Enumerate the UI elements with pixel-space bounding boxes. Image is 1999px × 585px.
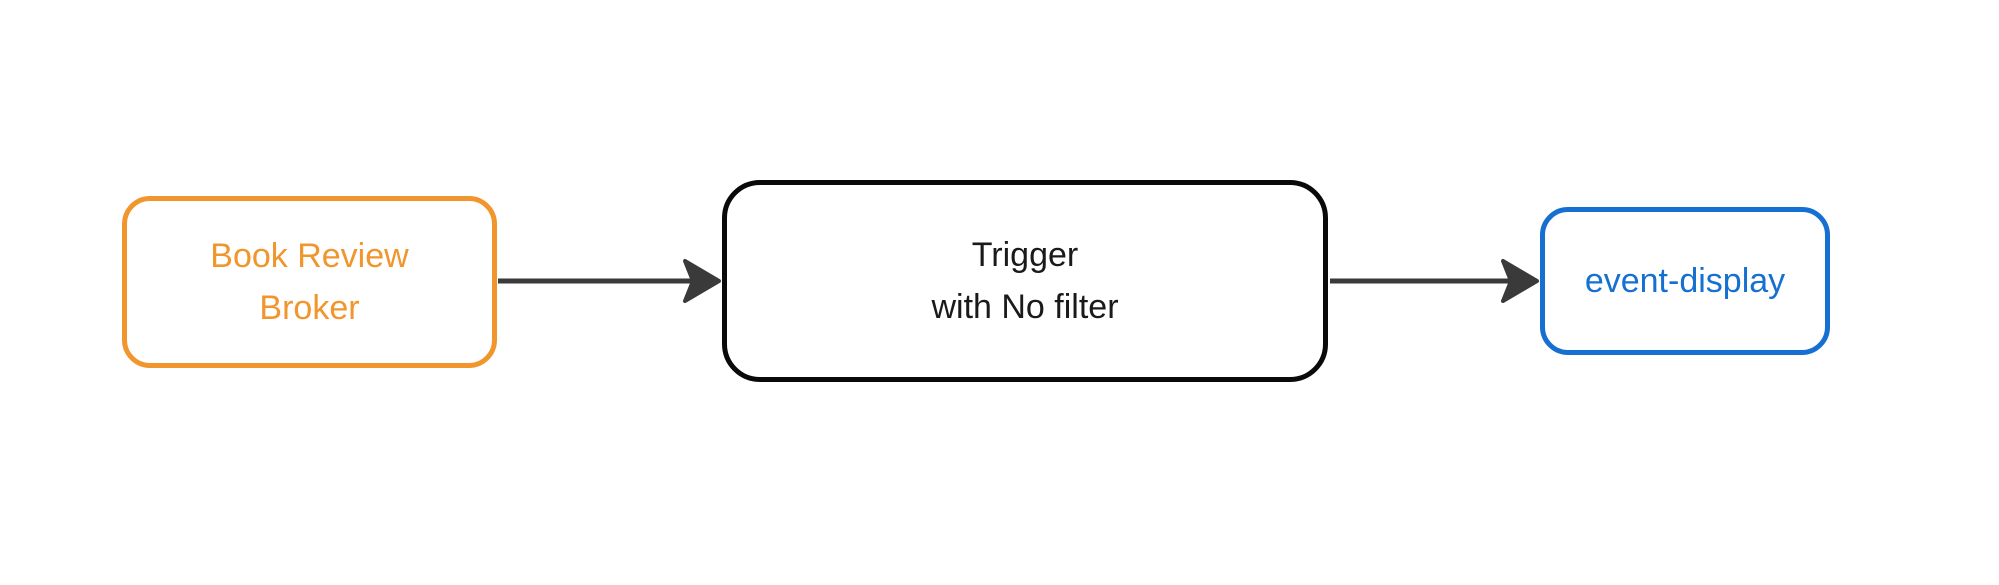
node-label-line: Broker [259, 289, 360, 327]
edge-broker-to-trigger [498, 259, 721, 303]
node-trigger: Trigger with No filter [722, 180, 1328, 382]
edge-trigger-to-event-display [1330, 259, 1539, 303]
node-label-line: Trigger [971, 236, 1079, 274]
edge-arrowhead [1501, 259, 1539, 303]
node-label-line: with No filter [931, 288, 1119, 326]
node-label-line: event-display [1584, 262, 1786, 300]
node-event-display: event-display [1540, 207, 1830, 355]
node-book-review-broker: Book Review Broker [122, 196, 497, 368]
node-label-line: Book Review [210, 237, 409, 275]
edge-arrowhead [683, 259, 721, 303]
